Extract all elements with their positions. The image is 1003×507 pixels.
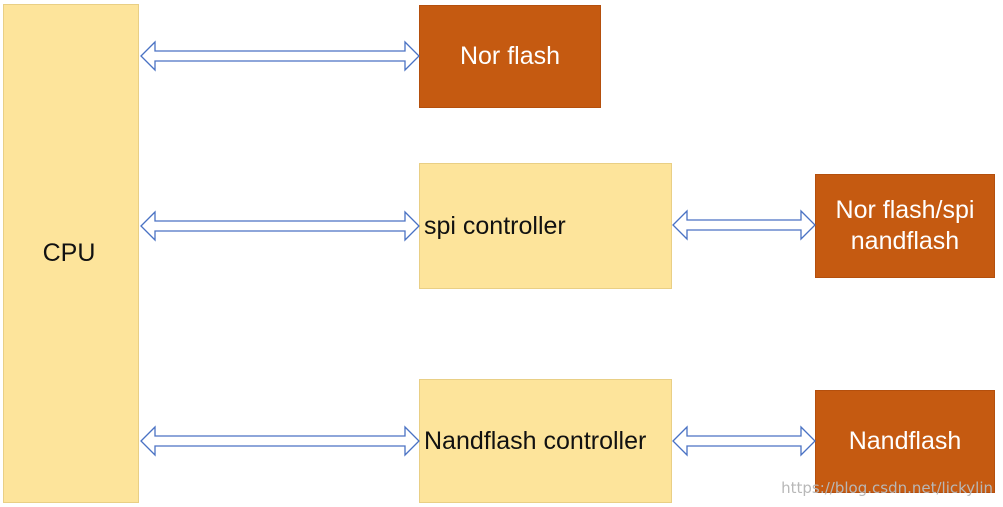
nandflash-controller-block: Nandflash controller	[419, 379, 672, 503]
nandflash-label: Nandflash	[848, 427, 962, 455]
arrow-cpu-nor-flash	[140, 40, 420, 72]
cpu-label: CPU	[42, 239, 96, 267]
nor-spi-nandflash-block: Nor flash/spi nandflash	[815, 174, 995, 278]
nor-flash-label: Nor flash	[459, 42, 561, 70]
arrow-spi-controller-nor-spi-nandflash	[672, 209, 816, 241]
spi-controller-block: spi controller	[419, 163, 672, 289]
nor-spi-nandflash-label: Nor flash/spi nandflash	[835, 196, 975, 255]
nor-flash-block: Nor flash	[419, 5, 601, 108]
spi-controller-label: spi controller	[424, 211, 566, 240]
arrow-cpu-nandflash-controller	[140, 425, 420, 457]
nandflash-controller-label: Nandflash controller	[424, 426, 647, 455]
watermark: https://blog.csdn.net/lickylin	[781, 479, 993, 497]
arrow-cpu-spi-controller	[140, 210, 420, 242]
arrow-nandflash-controller-nandflash	[672, 425, 816, 457]
cpu-block: CPU	[3, 4, 139, 503]
nandflash-block: Nandflash	[815, 390, 995, 493]
